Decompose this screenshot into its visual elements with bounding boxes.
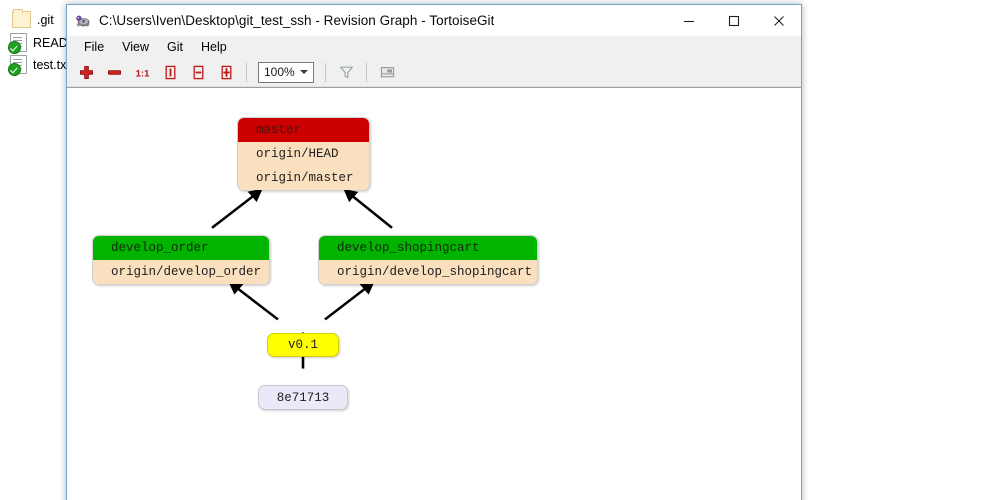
edge-v01-to-develop-order xyxy=(228,281,279,321)
edge-develop-shopingcart-to-master xyxy=(343,188,393,229)
svg-text:1:1: 1:1 xyxy=(135,68,149,79)
fit-width-button[interactable] xyxy=(185,60,211,84)
zoom-out-icon xyxy=(107,69,121,75)
graph-node-header: master xyxy=(238,118,369,142)
graph-node-ref: origin/develop_order xyxy=(93,260,269,284)
toolbar-separator xyxy=(325,62,326,82)
revision-graph-window: C:\Users\Iven\Desktop\git_test_ssh - Rev… xyxy=(66,4,802,500)
close-icon xyxy=(773,15,784,26)
explorer-item-label: .git xyxy=(37,12,54,27)
overview-button[interactable] xyxy=(374,60,400,84)
green-check-icon xyxy=(8,41,21,54)
graph-node-header: develop_shopingcart xyxy=(319,236,537,260)
menu-view[interactable]: View xyxy=(122,40,150,54)
toolbar-separator xyxy=(366,62,367,82)
minimize-icon xyxy=(683,20,694,22)
filter-funnel-icon xyxy=(339,66,353,78)
graph-node-master[interactable]: master origin/HEAD origin/master xyxy=(237,117,370,191)
zoom-level-combobox[interactable]: 100% xyxy=(258,61,314,83)
zoom-100-button[interactable]: 1:1 xyxy=(129,60,155,84)
window-title: C:\Users\Iven\Desktop\git_test_ssh - Rev… xyxy=(99,13,495,28)
explorer-item-test-txt[interactable]: test.tx xyxy=(8,55,67,76)
graph-edges xyxy=(211,188,393,369)
zoom-100-icon: 1:1 xyxy=(135,68,149,79)
explorer-item-git[interactable]: .git xyxy=(12,9,54,28)
chevron-down-icon xyxy=(300,70,308,74)
fit-height-button[interactable] xyxy=(157,60,183,84)
green-check-icon xyxy=(8,63,21,76)
graph-node-develop-shopingcart[interactable]: develop_shopingcart origin/develop_shopi… xyxy=(318,235,538,285)
zoom-in-icon xyxy=(79,65,93,79)
folder-icon xyxy=(12,9,31,28)
graph-node-commit-8e71713[interactable]: 8e71713 xyxy=(258,385,348,410)
graph-node-ref: origin/HEAD xyxy=(238,142,369,166)
graph-node-header: develop_order xyxy=(93,236,269,260)
fit-window-button[interactable] xyxy=(213,60,239,84)
menu-help[interactable]: Help xyxy=(201,40,227,54)
graph-node-ref: origin/master xyxy=(238,166,369,190)
filter-button[interactable] xyxy=(333,60,359,84)
explorer-item-label: test.tx xyxy=(33,57,67,72)
explorer-item-label: READ xyxy=(33,35,68,50)
edge-v01-to-develop-shopingcart xyxy=(324,281,375,321)
zoom-out-button[interactable] xyxy=(101,60,127,84)
fit-window-icon xyxy=(221,65,231,79)
edge-develop-order-to-master xyxy=(211,188,263,229)
graph-node-ref: origin/develop_shopingcart xyxy=(319,260,537,284)
explorer-item-readme[interactable]: READ xyxy=(8,33,68,54)
maximize-icon xyxy=(728,15,739,26)
fit-width-icon xyxy=(193,65,203,79)
overview-panel-icon xyxy=(380,66,394,77)
minimize-button[interactable] xyxy=(666,5,711,36)
fit-height-icon xyxy=(165,65,175,79)
toolbar-separator xyxy=(246,62,247,82)
revision-graph-canvas[interactable]: master origin/HEAD origin/master develop… xyxy=(67,87,801,500)
graph-node-develop-order[interactable]: develop_order origin/develop_order xyxy=(92,235,270,285)
document-icon xyxy=(8,55,27,76)
maximize-button[interactable] xyxy=(711,5,756,36)
toolbar: 1:1 xyxy=(67,58,801,87)
document-icon xyxy=(8,33,27,54)
menubar: File View Git Help xyxy=(67,36,801,58)
menu-git[interactable]: Git xyxy=(167,40,184,54)
tortoisegit-turtle-icon xyxy=(75,12,92,29)
zoom-in-button[interactable] xyxy=(73,60,99,84)
graph-node-tag-v01[interactable]: v0.1 xyxy=(267,333,339,357)
zoom-level-value: 100% xyxy=(264,65,295,79)
close-button[interactable] xyxy=(756,5,801,36)
menu-file[interactable]: File xyxy=(84,40,105,54)
window-controls xyxy=(666,5,801,36)
window-titlebar[interactable]: C:\Users\Iven\Desktop\git_test_ssh - Rev… xyxy=(67,5,801,36)
